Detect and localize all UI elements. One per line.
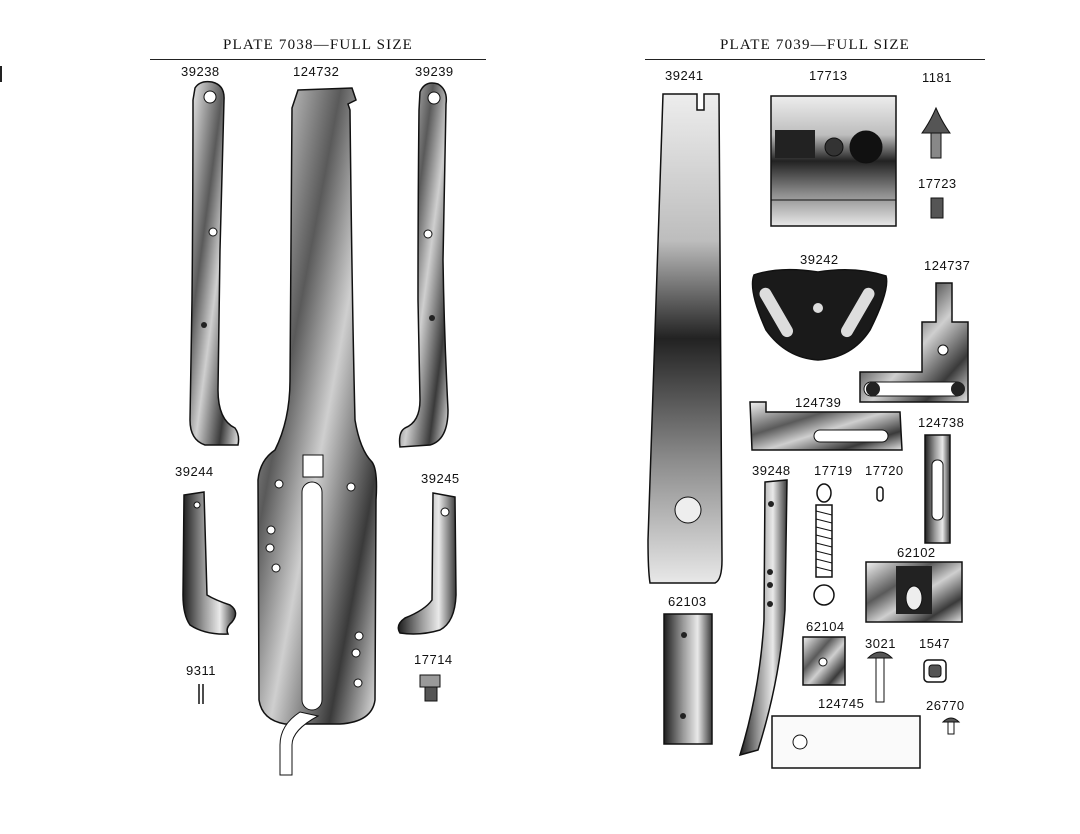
part-124738-drawing [924,434,951,544]
part-39248-drawing [738,479,788,757]
part-label-62103: 62103 [668,594,707,609]
part-label-17720: 17720 [865,463,904,478]
part-label-17713: 17713 [809,68,848,83]
part-62103-drawing [663,613,713,745]
part-1547-drawing [923,659,947,683]
part-label-1181: 1181 [922,70,952,85]
part-39242-drawing [751,268,888,361]
part-label-17723: 17723 [918,176,957,191]
part-39241-drawing [647,93,723,584]
part-62102-drawing [865,561,963,623]
part-label-62104: 62104 [806,619,845,634]
part-label-39242: 39242 [800,252,839,267]
part-62104-drawing [802,636,846,686]
part-17723-drawing [930,197,944,219]
part-label-39248: 39248 [752,463,791,478]
part-label-1547: 1547 [919,636,950,651]
part-1181-drawing [921,106,951,159]
part-label-39245: 39245 [421,471,460,486]
part-39245-drawing [397,492,457,635]
part-label-124738: 124738 [918,415,965,430]
part-124745-drawing [771,715,921,769]
part-label-17719: 17719 [814,463,853,478]
part-label-39244: 39244 [175,464,214,479]
part-124739-drawing [749,401,903,451]
part-label-39241: 39241 [665,68,704,83]
title-rule [150,59,486,60]
part-label-17714: 17714 [414,652,453,667]
part-39238-drawing [189,80,240,446]
part-label-124745: 124745 [818,696,865,711]
plate-7039: PLATE 7039—FULL SIZE [645,0,985,834]
part-label-39239: 39239 [415,64,454,79]
part-26770-drawing [941,717,961,735]
part-124732-drawing [257,87,378,725]
part-3021-drawing [866,651,894,703]
page-edge-mark [0,66,2,82]
part-label-62102: 62102 [897,545,936,560]
part-124737-drawing [859,282,969,403]
part-17713-drawing [770,95,897,227]
part-17719-drawing [813,483,835,606]
title-rule [645,59,985,60]
part-39239-drawing [398,82,449,448]
part-label-9311: 9311 [186,663,216,678]
part-label-124739: 124739 [795,395,842,410]
part-label-124732: 124732 [293,64,340,79]
plate-title: PLATE 7038—FULL SIZE [222,37,414,53]
part-label-39238: 39238 [181,64,220,79]
part-label-26770: 26770 [926,698,965,713]
part-label-3021: 3021 [865,636,896,651]
plate-title: PLATE 7039—FULL SIZE [719,37,911,53]
part-17720-drawing [876,486,884,502]
part-label-124737: 124737 [924,258,971,273]
part-17714-drawing [419,674,441,702]
part-39244-drawing [182,491,237,635]
plate-7038: PLATE 7038—FULL SIZE [150,0,486,834]
